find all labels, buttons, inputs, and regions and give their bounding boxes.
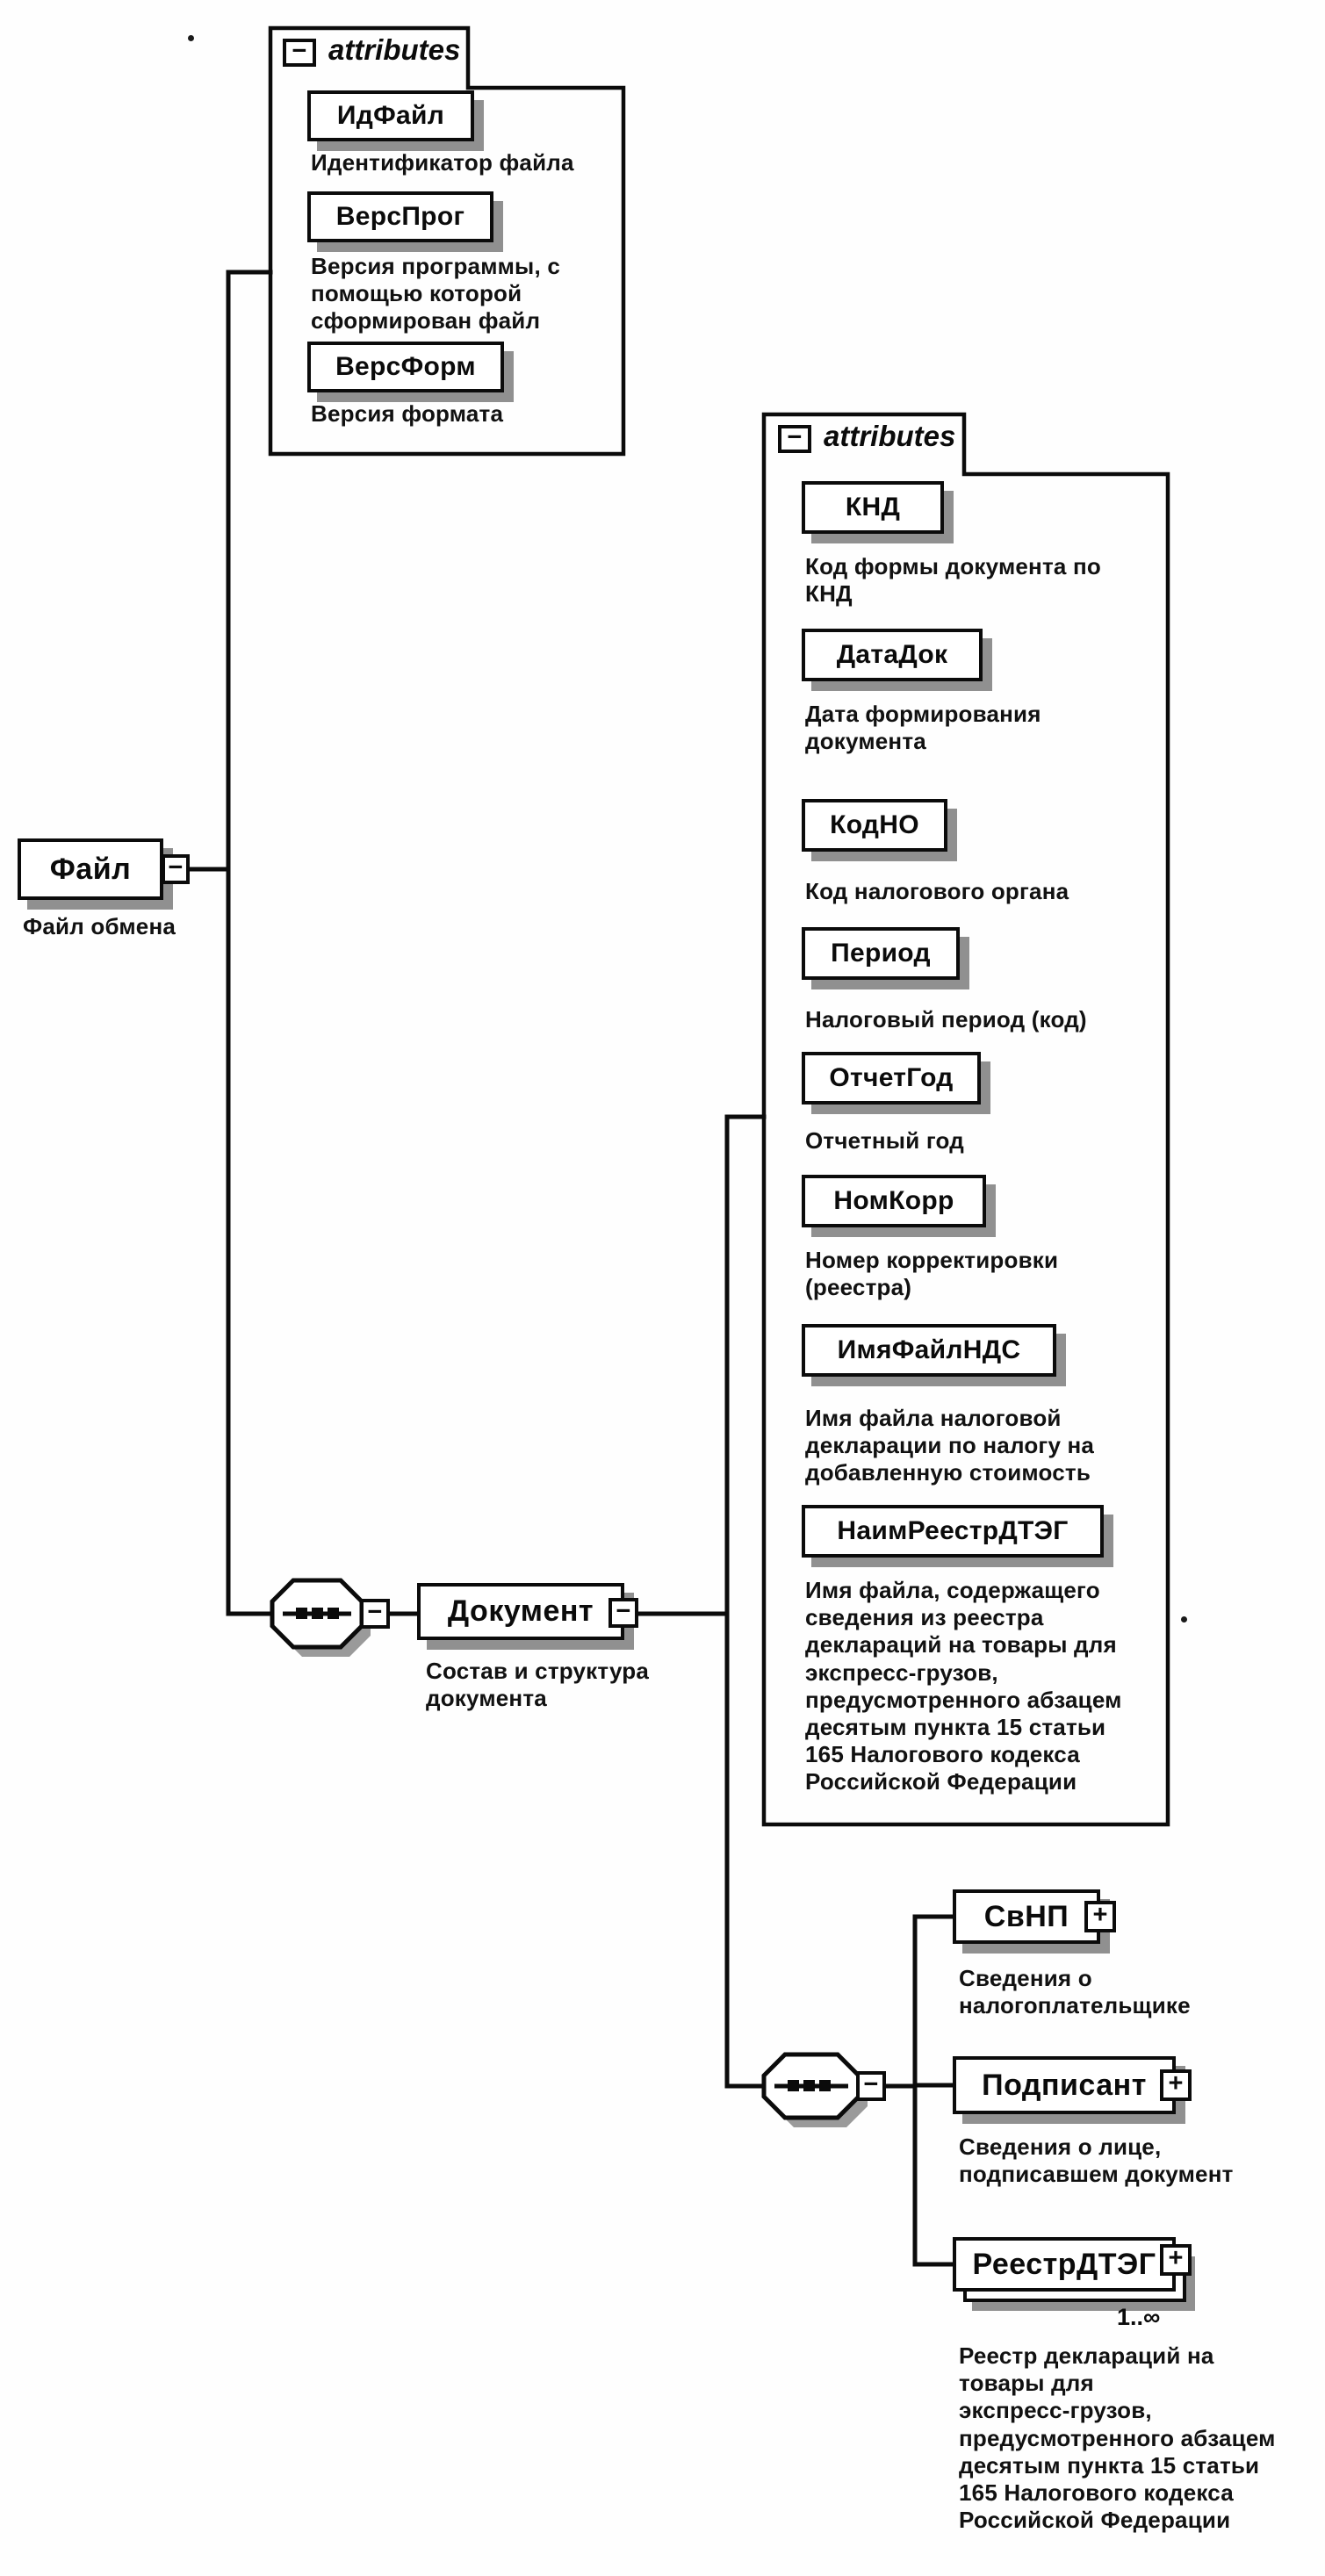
scan-artifact-dot xyxy=(1181,1616,1187,1623)
element-file-collapse-toggle[interactable]: − xyxy=(162,854,190,884)
file-attributes-group-title: attributes xyxy=(328,33,461,66)
element-reestrdteg-expand-toggle[interactable]: + xyxy=(1160,2244,1192,2276)
sequence-2-collapse-toggle[interactable]: − xyxy=(856,2071,886,2101)
attribute-datadok[interactable]: ДатаДок xyxy=(802,629,983,681)
element-podpisant-annotation: Сведения о лице, подписавшем документ xyxy=(959,2133,1234,2188)
sequence-icon[interactable] xyxy=(270,1578,371,1657)
element-svnp-annotation: Сведения о налогоплательщике xyxy=(959,1965,1191,2019)
attribute-otchetgod[interactable]: ОтчетГод xyxy=(802,1052,981,1105)
file-attributes-group-outline xyxy=(268,25,626,457)
element-svnp[interactable]: СвНП xyxy=(953,1889,1100,1944)
attribute-kodno-annotation: Код налогового органа xyxy=(805,878,1069,904)
attribute-idfile-annotation: Идентификатор файла xyxy=(311,149,574,176)
attribute-idfile[interactable]: ИдФайл xyxy=(307,90,474,141)
element-podpisant-expand-toggle[interactable]: + xyxy=(1160,2069,1192,2101)
element-document[interactable]: Документ xyxy=(417,1583,624,1640)
file-attributes-collapse-toggle[interactable]: − xyxy=(283,39,316,67)
attribute-versprog[interactable]: ВерсПрог xyxy=(307,191,493,242)
attribute-naimreestrdteg[interactable]: НаимРеестрДТЭГ xyxy=(802,1505,1104,1558)
attribute-imyafilends-annotation: Имя файла налоговой декларации по налогу… xyxy=(805,1405,1095,1486)
attribute-versform[interactable]: ВерсФорм xyxy=(307,342,504,392)
attribute-knd[interactable]: КНД xyxy=(802,481,944,534)
attribute-nomkorr[interactable]: НомКорр xyxy=(802,1175,986,1227)
attribute-period-annotation: Налоговый период (код) xyxy=(805,1006,1087,1033)
element-document-annotation: Состав и структура документа xyxy=(426,1658,650,1712)
element-reestrdteg[interactable]: РеестрДТЭГ xyxy=(953,2237,1176,2292)
attribute-versform-annotation: Версия формата xyxy=(311,400,504,427)
element-reestrdteg-occurrence: 1..∞ xyxy=(1117,2304,1161,2330)
attribute-kodno[interactable]: КодНО xyxy=(802,799,947,852)
attribute-datadok-annotation: Дата формирования документа xyxy=(805,701,1041,755)
attribute-versprog-annotation: Версия программы, с помощью которой сфор… xyxy=(311,253,560,335)
document-attributes-group-title: attributes xyxy=(824,420,956,452)
attribute-naimreestrdteg-annotation: Имя файла, содержащего сведения из реест… xyxy=(805,1577,1122,1795)
sequence-icon[interactable] xyxy=(761,2052,868,2127)
element-file-annotation: Файл обмена xyxy=(23,913,176,939)
sequence-1-collapse-toggle[interactable]: − xyxy=(360,1599,390,1629)
element-podpisant[interactable]: Подписант xyxy=(953,2056,1176,2114)
element-svnp-expand-toggle[interactable]: + xyxy=(1084,1901,1116,1932)
scan-artifact-dot xyxy=(188,35,194,41)
attribute-nomkorr-annotation: Номер корректировки (реестра) xyxy=(805,1247,1059,1301)
document-attributes-collapse-toggle[interactable]: − xyxy=(778,425,811,453)
attribute-period[interactable]: Период xyxy=(802,927,960,980)
element-reestrdteg-annotation: Реестр деклараций на товары для экспресс… xyxy=(959,2342,1276,2534)
document-attributes-group-outline xyxy=(761,412,1170,1827)
attribute-otchetgod-annotation: Отчетный год xyxy=(805,1127,964,1154)
attribute-imyafilends[interactable]: ИмяФайлНДС xyxy=(802,1324,1056,1377)
connector-lines xyxy=(187,270,955,2267)
attribute-knd-annotation: Код формы документа по КНД xyxy=(805,553,1101,608)
element-document-collapse-toggle[interactable]: − xyxy=(608,1598,638,1628)
element-file[interactable]: Файл xyxy=(18,838,163,900)
